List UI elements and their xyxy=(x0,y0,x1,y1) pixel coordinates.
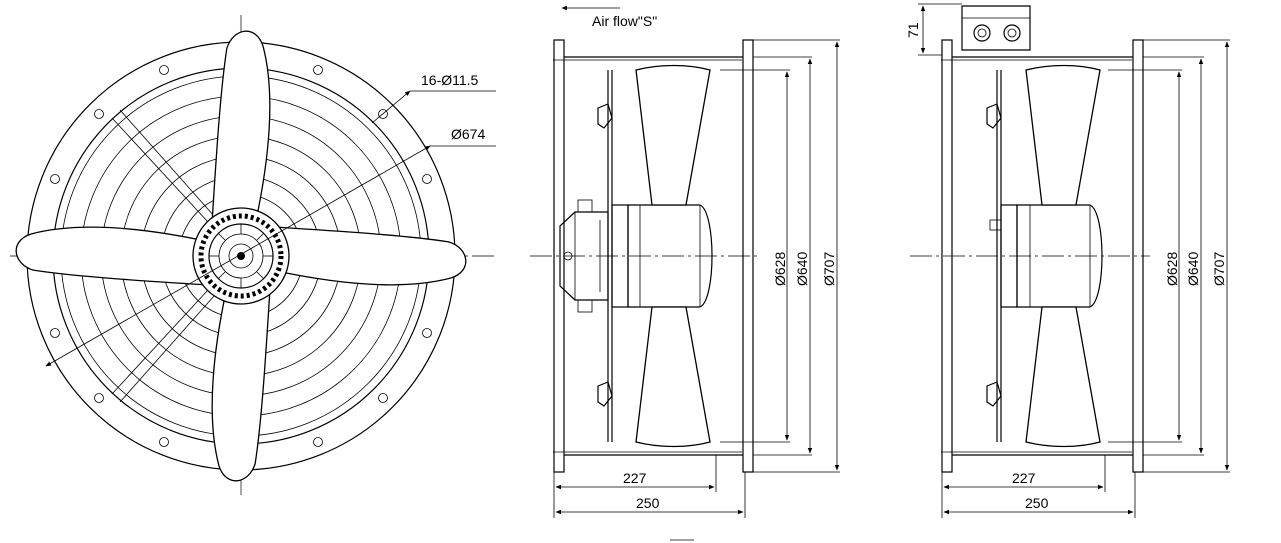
bolt-circle-label: Ø674 xyxy=(451,126,485,142)
height-dimension: 71 xyxy=(905,3,962,56)
motor-hub xyxy=(192,207,290,305)
dim-d707-left: Ø707 xyxy=(821,252,837,286)
dim-d707-right: Ø707 xyxy=(1211,252,1227,286)
dim-height-71: 71 xyxy=(905,22,921,38)
dim-depth-250-left: 250 xyxy=(636,495,660,511)
housing xyxy=(553,39,754,473)
bolt-circle-dimension: Ø674 xyxy=(45,126,496,367)
side-view-right: 71 Ø628 Ø640 xyxy=(905,3,1230,518)
guard-mounts-right xyxy=(986,103,1002,407)
side-view-left: Air flow"S" xyxy=(530,5,840,541)
front-view: 16-Ø11.5 Ø674 xyxy=(9,15,496,495)
dim-depth-227-right: 227 xyxy=(1012,470,1036,486)
hole-spec-label: 16-Ø11.5 xyxy=(421,72,479,88)
diameter-dimensions: Ø628 Ø640 Ø707 xyxy=(720,39,840,473)
blades-side-right xyxy=(1025,64,1101,448)
motor-right xyxy=(989,204,1103,308)
dim-depth-250-right: 250 xyxy=(1025,495,1049,511)
dim-d640-left: Ø640 xyxy=(794,252,810,286)
junction-box xyxy=(559,199,609,313)
depth-dimensions-right: 227 250 xyxy=(941,455,1136,518)
dim-d628-left: Ø628 xyxy=(772,252,788,286)
dim-depth-227-left: 227 xyxy=(623,470,647,486)
depth-dimensions: 227 250 xyxy=(553,455,746,518)
dim-d640-right: Ø640 xyxy=(1185,252,1201,286)
airflow-label: Air flow"S" xyxy=(592,13,657,29)
blades-side xyxy=(635,64,711,448)
dim-d628-right: Ø628 xyxy=(1164,252,1180,286)
diameter-dimensions-right: Ø628 Ø640 Ø707 xyxy=(1108,39,1230,473)
guard-mounts xyxy=(597,103,613,407)
motor xyxy=(611,204,713,308)
hole-dimension: 16-Ø11.5 xyxy=(371,72,496,124)
terminal-box-top xyxy=(961,5,1031,51)
